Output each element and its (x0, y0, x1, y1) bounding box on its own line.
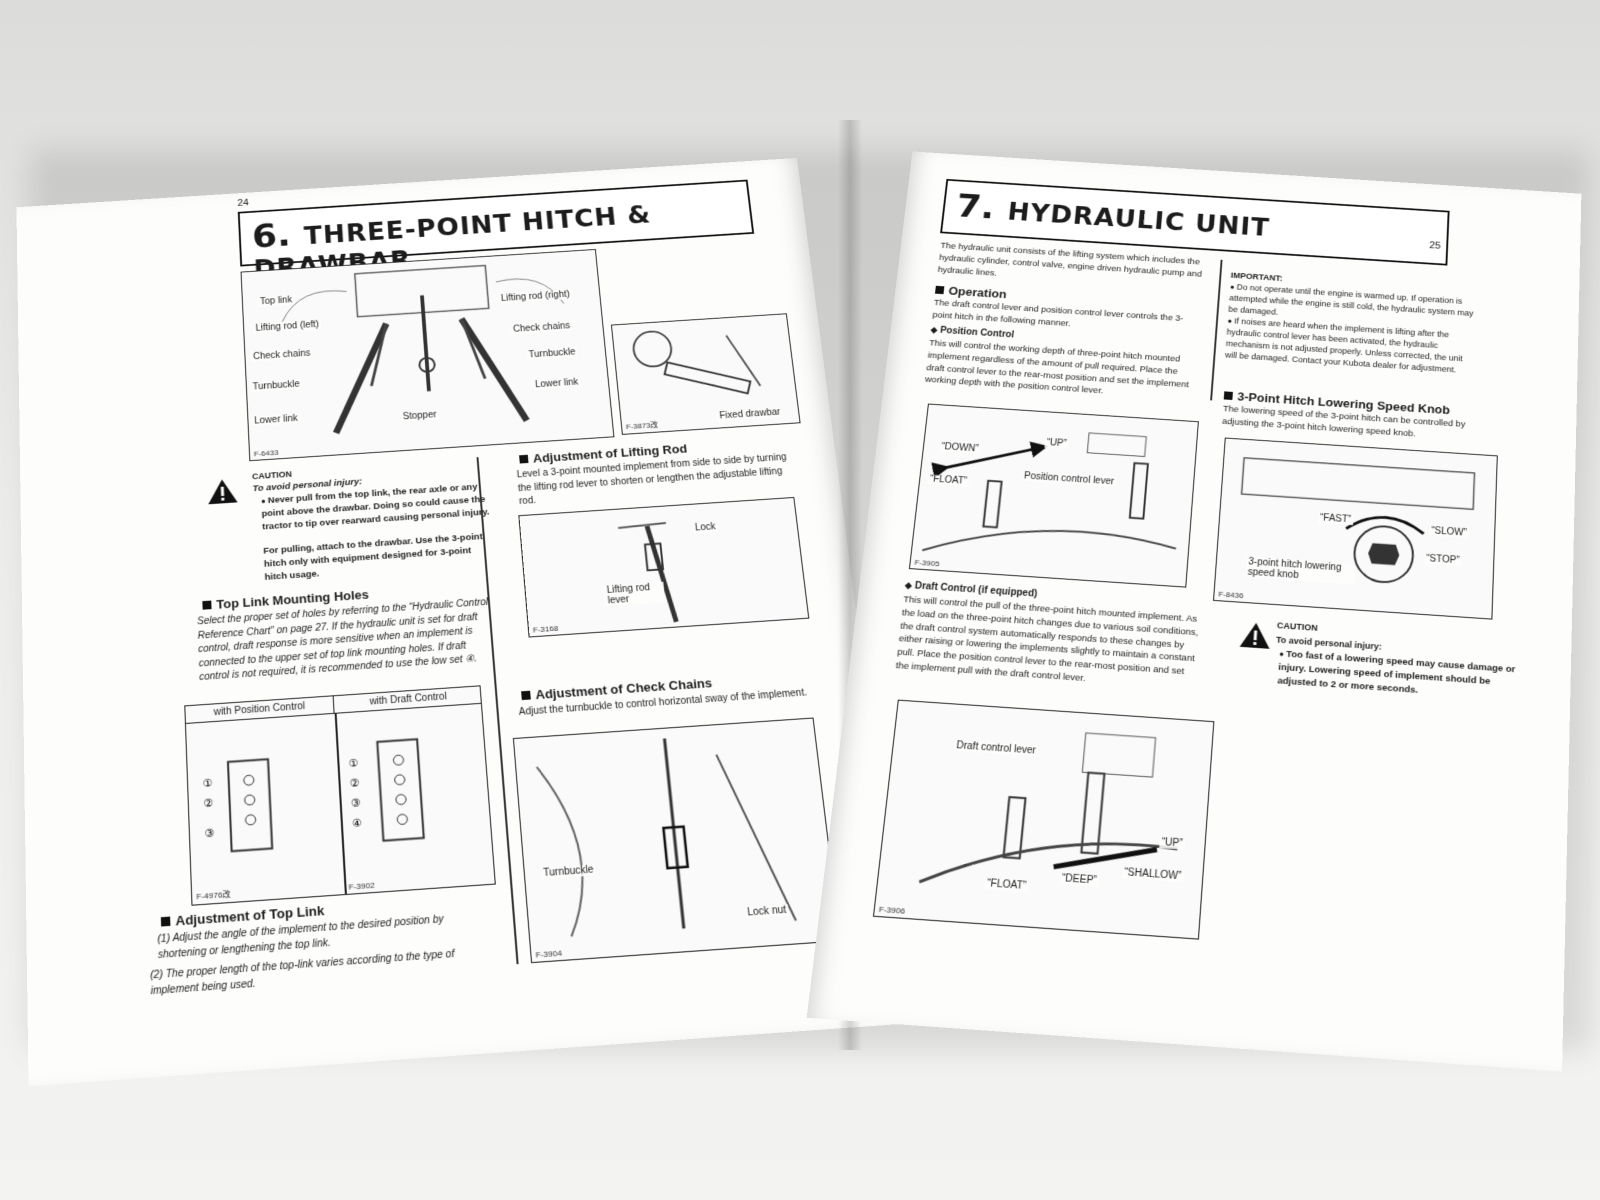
caution-title: CAUTION (1277, 620, 1318, 632)
important-list: Do not operate until the engine is warme… (1225, 281, 1477, 377)
label-lock: Lock (693, 522, 719, 534)
lifting-rod-drawing (519, 498, 808, 637)
text-position-control: This will control the working depth of t… (924, 337, 1198, 404)
caution-bullet-text: Too fast of a lowering speed may cause d… (1277, 648, 1519, 704)
warning-icon (205, 477, 239, 507)
figure-code-right: F-3902 (348, 881, 375, 892)
position-control-drawing (910, 405, 1198, 587)
holes-drawing: ① ② ③ ① ② ③ ④ (185, 686, 494, 904)
svg-text:①: ① (348, 757, 359, 770)
label-up: “UP” (1044, 438, 1069, 450)
left-page: 24 6. THREE-POINT HITCH & DRAWBAR Top li… (16, 158, 909, 1086)
top-link-holes-illustration: with Position Control with Draft Control… (184, 685, 496, 905)
column-divider (1210, 260, 1222, 401)
caution-bullet: Too fast of a lowering speed may cause d… (1277, 648, 1519, 704)
check-chains-illustration: Turnbuckle Lock nut F-3904 (513, 718, 841, 964)
svg-text:①: ① (202, 777, 212, 790)
section-title: 6. THREE-POINT HITCH & DRAWBAR (238, 180, 754, 267)
figure-code: F-3168 (533, 624, 559, 634)
section-number: 6. (251, 215, 291, 255)
draft-control-drawing (874, 701, 1213, 939)
three-point-hitch-illustration: Top link Lifting rod (left) Check chains… (241, 249, 615, 461)
label-up: “UP” (1159, 837, 1185, 850)
warning-icon (1238, 620, 1274, 651)
caution-title: CAUTION (252, 469, 292, 481)
figure-code-left: F-4976改 (196, 889, 231, 903)
page-number: 24 (237, 198, 249, 209)
text-draft-control: This will control the pull of the three-… (895, 593, 1200, 693)
figure-code: F-3904 (535, 948, 562, 959)
label-lifting-rod-lever: Lifting rod lever (604, 582, 665, 607)
svg-text:③: ③ (204, 827, 214, 840)
section-number: 7. (954, 186, 996, 226)
page-number: 25 (1429, 240, 1441, 251)
figure-code: F-8436 (1218, 590, 1244, 600)
figure-code: F-6433 (254, 448, 279, 458)
column-divider (477, 457, 519, 964)
svg-text:③: ③ (350, 797, 361, 810)
right-page: 7. HYDRAULIC UNIT 25 The hydraulic unit … (807, 151, 1582, 1071)
svg-text:④: ④ (352, 817, 363, 830)
figure-code: F-3905 (914, 558, 940, 568)
figure-code: F-3873改 (625, 420, 658, 432)
svg-text:②: ② (203, 797, 213, 810)
lowering-speed-illustration: “FAST” “SLOW” “STOP” 3-point hitch lower… (1213, 438, 1498, 620)
caution-text: For pulling, attach to the drawbar. Use … (263, 530, 497, 584)
lifting-rod-illustration: Lock Lifting rod lever F-3168 (518, 497, 809, 638)
section-title-text: HYDRAULIC UNIT (1006, 197, 1270, 242)
intro-text: The hydraulic unit consists of the lifti… (937, 240, 1204, 293)
drawbar-illustration: Fixed drawbar F-3873改 (611, 313, 801, 435)
draft-control-illustration: Draft control lever “UP” “SHALLOW” “DEEP… (873, 700, 1214, 940)
svg-text:②: ② (349, 777, 360, 790)
check-chains-drawing (514, 719, 840, 963)
figure-code: F-3906 (878, 905, 905, 916)
position-control-illustration: “DOWN” “UP” “FLOAT” Position control lev… (909, 404, 1199, 588)
